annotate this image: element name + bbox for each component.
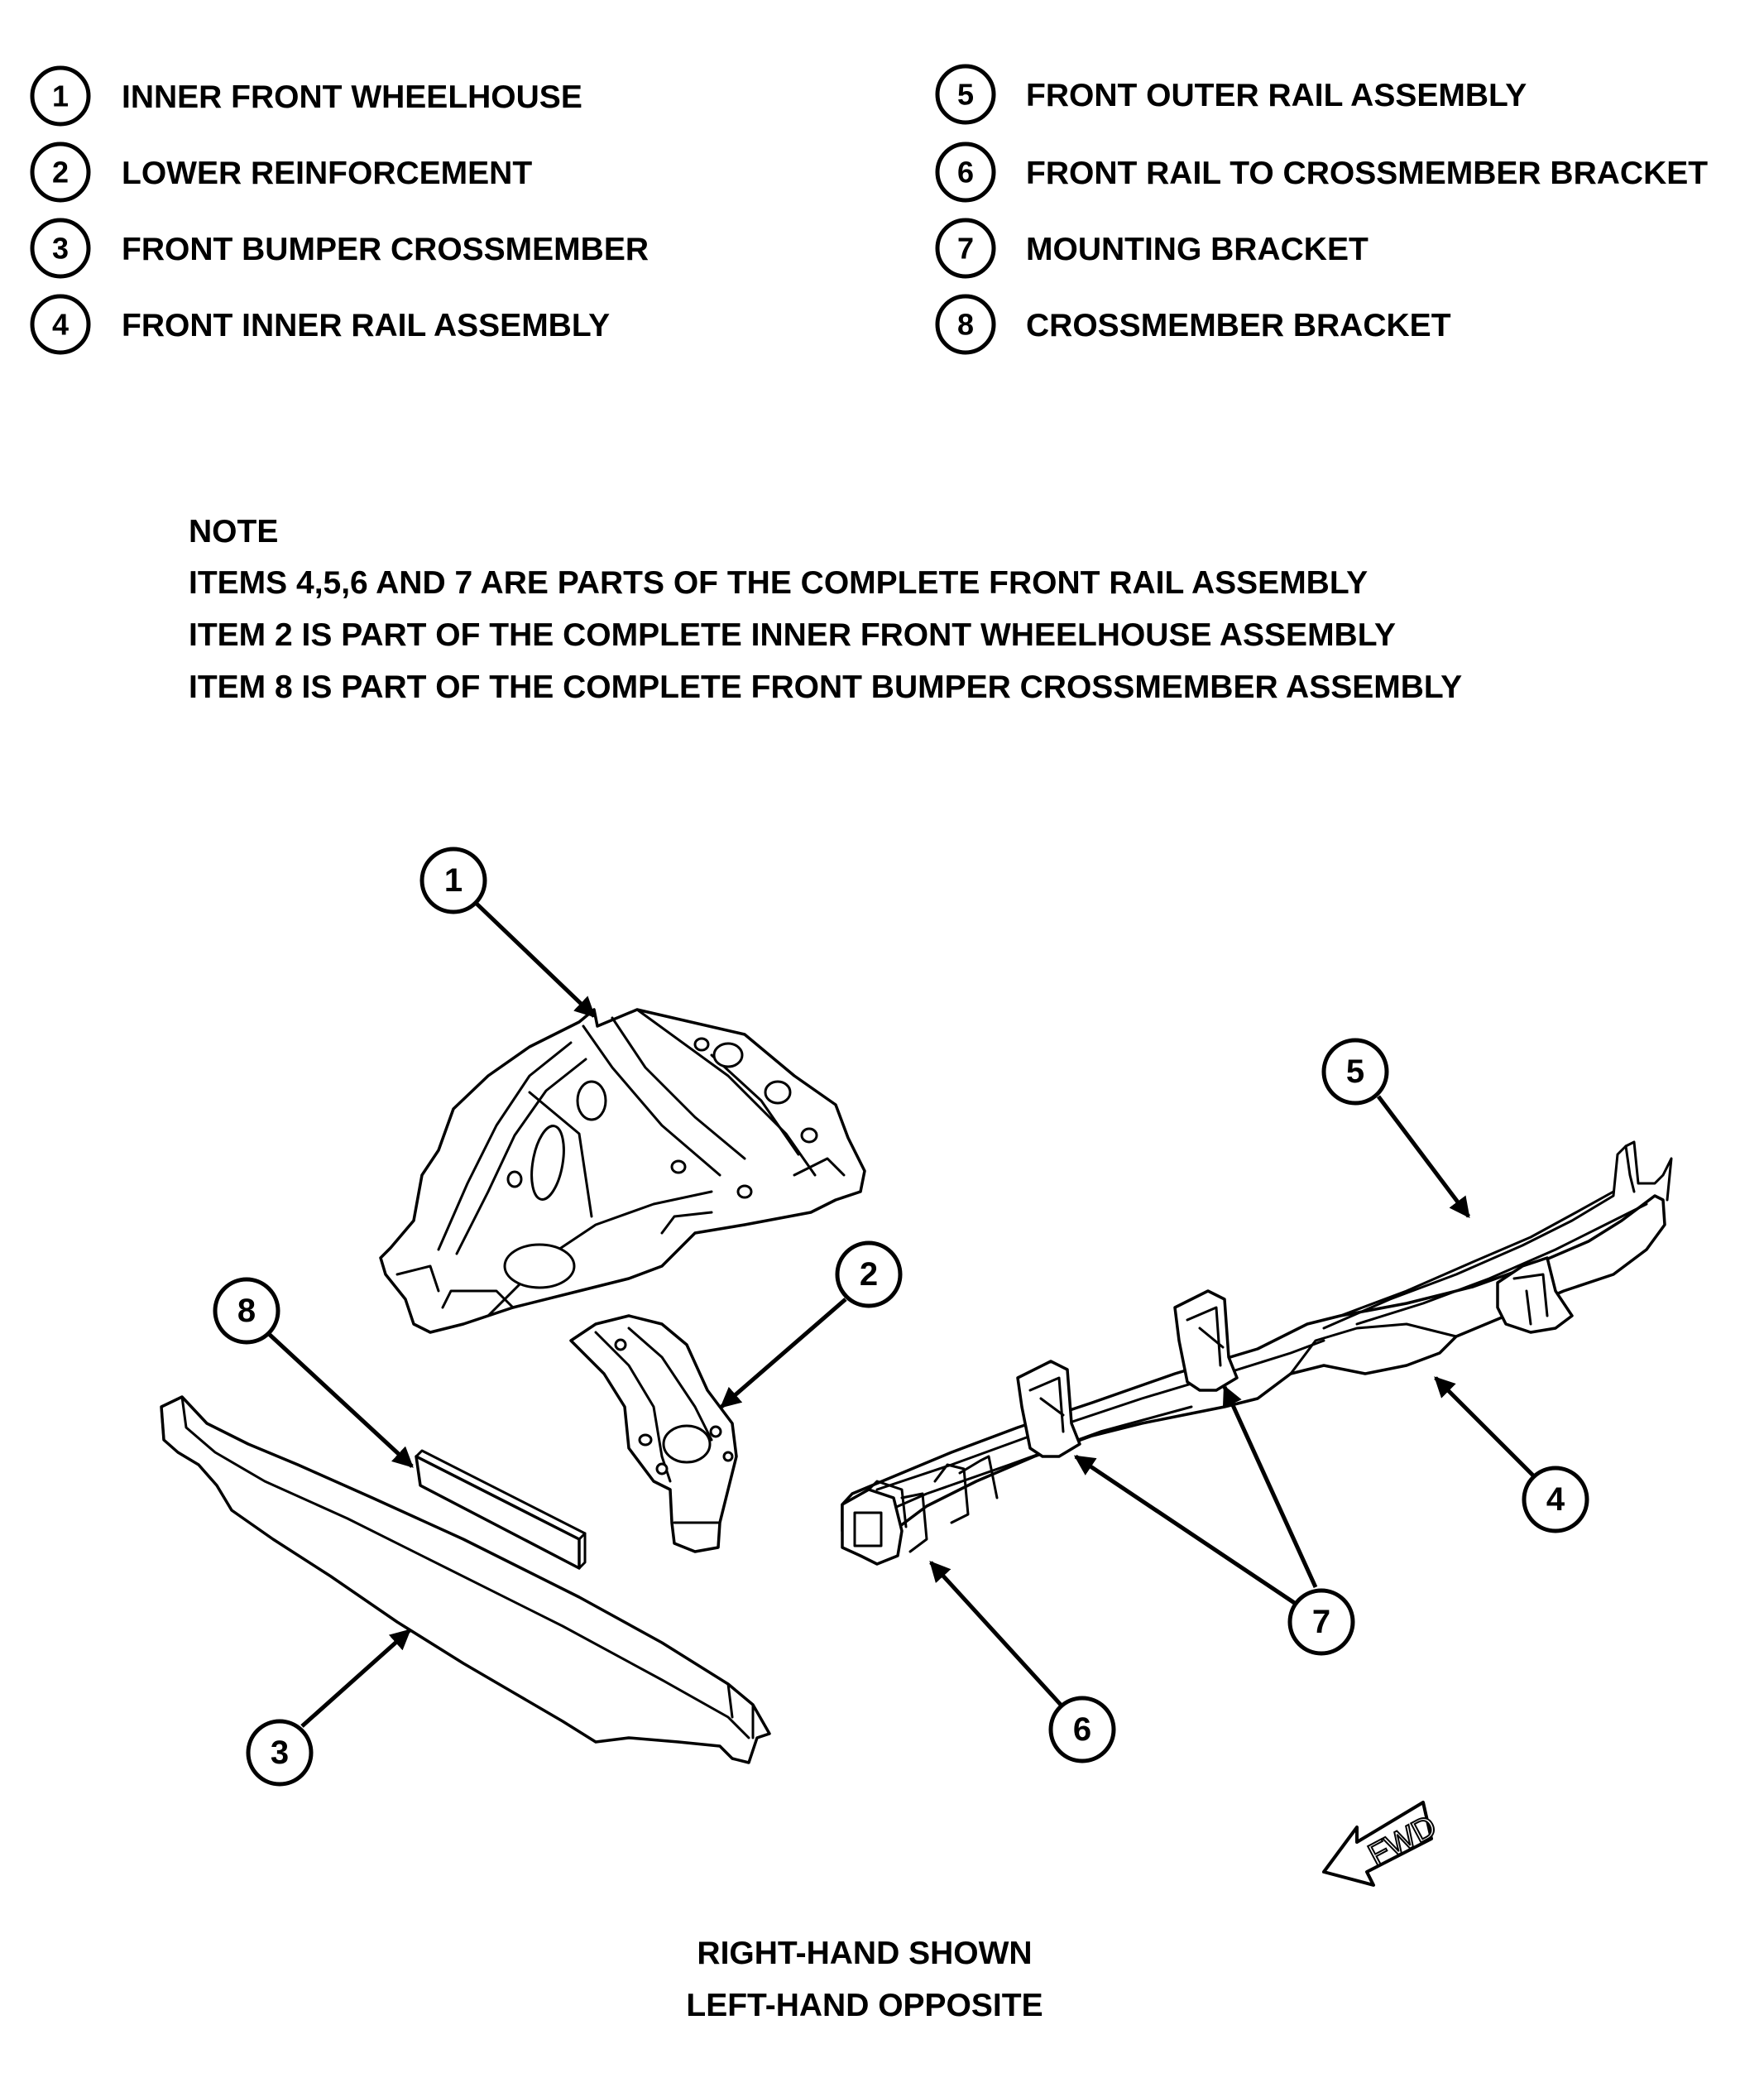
legend-num-3: 3 [52, 232, 69, 266]
forward-direction-arrow: FWD [1322, 1801, 1443, 1887]
legend-num-6: 6 [957, 156, 974, 190]
legend-label-mounting-bracket: MOUNTING BRACKET [1026, 232, 1369, 267]
callout-num-6: 6 [1073, 1711, 1091, 1748]
note-title: NOTE [189, 514, 278, 549]
callout-3: 3 [246, 1629, 411, 1787]
legend-item-1: 1 INNER FRONT WHEELHOUSE [30, 65, 582, 127]
legend-num-7: 7 [957, 232, 974, 266]
part-inner-front-wheelhouse [379, 1008, 866, 1334]
legend-num-8: 8 [957, 308, 974, 342]
legend-item-6: 6 FRONT RAIL TO CROSSMEMBER BRACKET [935, 142, 1708, 203]
part-front-bumper-crossmember [160, 1395, 771, 1764]
legend-label-crossmember-bracket: CROSSMEMBER BRACKET [1026, 308, 1451, 343]
callout-num-3: 3 [271, 1735, 289, 1771]
part-front-rail-assembly [841, 1140, 1673, 1566]
legend-item-3: 3 FRONT BUMPER CROSSMEMBER [30, 218, 649, 279]
part-lower-reinforcement [569, 1314, 738, 1553]
callout-7: 7 [1073, 1384, 1355, 1656]
note-line-3: ITEM 8 IS PART OF THE COMPLETE FRONT BUM… [189, 669, 1462, 705]
part-crossmember-bracket [415, 1449, 587, 1570]
callout-4: 4 [1434, 1376, 1589, 1533]
legend-label-inner-front-wheelhouse: INNER FRONT WHEELHOUSE [122, 79, 582, 115]
callout-num-8: 8 [237, 1293, 256, 1329]
callout-num-2: 2 [860, 1256, 878, 1293]
legend-left: 1 INNER FRONT WHEELHOUSE 2 LOWER REINFOR… [30, 65, 649, 355]
callout-8: 8 [213, 1277, 414, 1468]
legend-label-front-bumper-crossmember: FRONT BUMPER CROSSMEMBER [122, 232, 649, 267]
legend-num-2: 2 [52, 156, 69, 190]
caption-line-1: RIGHT-HAND SHOWN [697, 1936, 1032, 1971]
legend-label-front-inner-rail-assembly: FRONT INNER RAIL ASSEMBLY [122, 308, 610, 343]
legend-num-4: 4 [52, 308, 69, 342]
legend-item-5: 5 FRONT OUTER RAIL ASSEMBLY [935, 64, 1527, 125]
callout-num-7: 7 [1312, 1604, 1330, 1640]
fwd-arrow-icon [1322, 1801, 1433, 1887]
view-caption: RIGHT-HAND SHOWN LEFT-HAND OPPOSITE [686, 1936, 1043, 2023]
legend-label-front-rail-to-crossmember-bracket: FRONT RAIL TO CROSSMEMBER BRACKET [1026, 156, 1708, 191]
legend-item-7: 7 MOUNTING BRACKET [935, 218, 1369, 279]
legend-label-front-outer-rail-assembly: FRONT OUTER RAIL ASSEMBLY [1026, 78, 1527, 113]
callout-num-5: 5 [1346, 1053, 1364, 1090]
caption-line-2: LEFT-HAND OPPOSITE [686, 1988, 1043, 2023]
callout-5: 5 [1321, 1038, 1470, 1218]
note-line-1: ITEMS 4,5,6 AND 7 ARE PARTS OF THE COMPL… [189, 565, 1368, 601]
callout-1: 1 [419, 847, 596, 1018]
callout-num-4: 4 [1546, 1481, 1565, 1518]
note-line-2: ITEM 2 IS PART OF THE COMPLETE INNER FRO… [189, 617, 1396, 653]
legend-label-lower-reinforcement: LOWER REINFORCEMENT [122, 156, 532, 191]
legend-num-1: 1 [52, 79, 69, 113]
legend-item-4: 4 FRONT INNER RAIL ASSEMBLY [30, 294, 610, 355]
callout-2: 2 [720, 1240, 903, 1408]
legend-right: 5 FRONT OUTER RAIL ASSEMBLY 6 FRONT RAIL… [935, 64, 1708, 355]
legend-item-8: 8 CROSSMEMBER BRACKET [935, 294, 1451, 355]
legend-item-2: 2 LOWER REINFORCEMENT [30, 142, 532, 203]
callout-num-1: 1 [444, 862, 463, 899]
callout-6: 6 [929, 1561, 1116, 1763]
legend-num-5: 5 [957, 78, 974, 112]
note-block: NOTE ITEMS 4,5,6 AND 7 ARE PARTS OF THE … [189, 514, 1462, 705]
